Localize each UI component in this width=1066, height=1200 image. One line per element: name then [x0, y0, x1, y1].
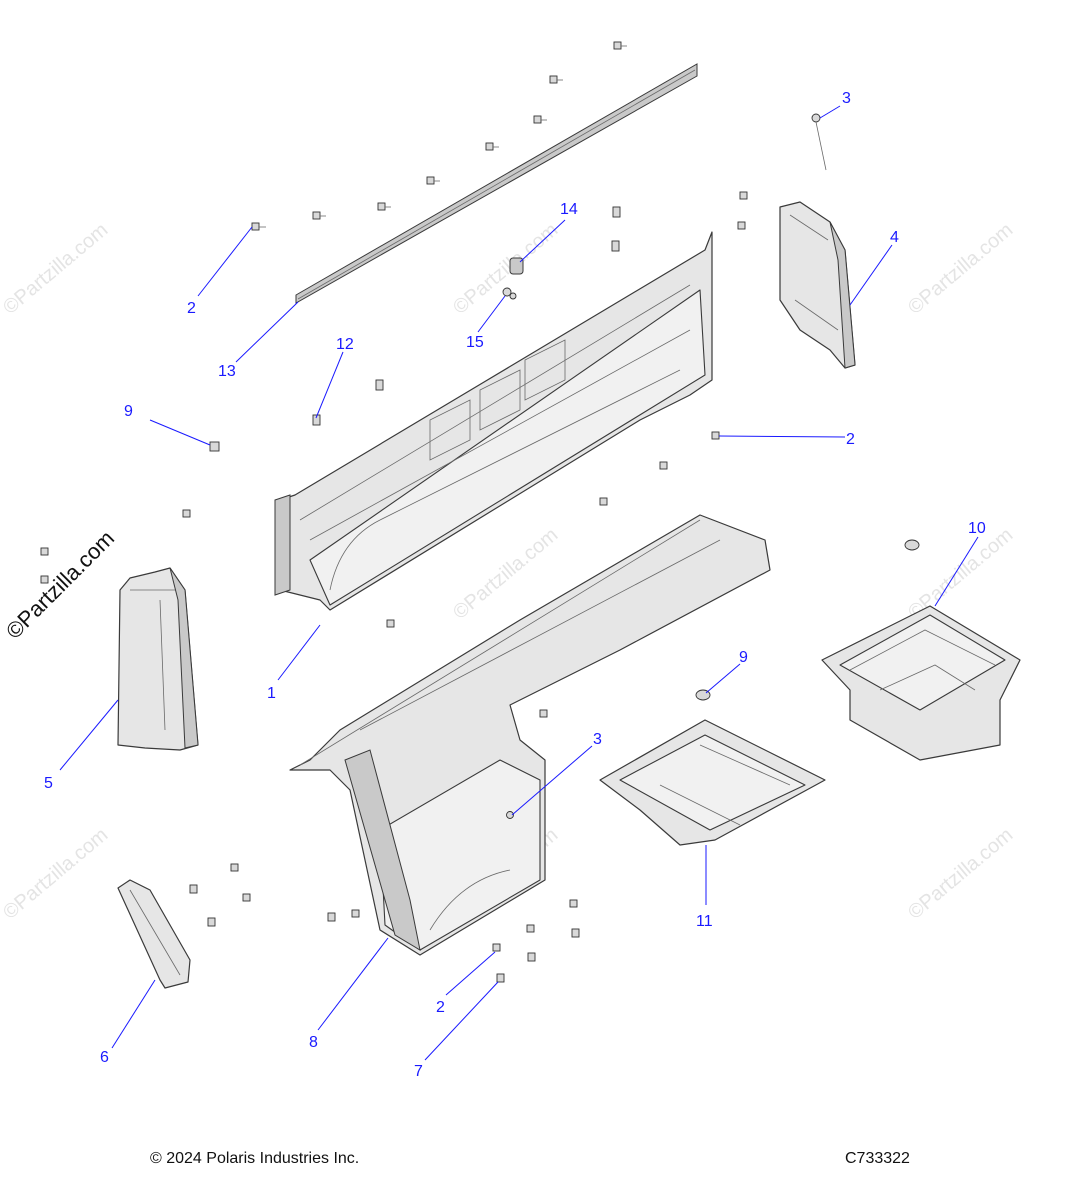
callout-11: 11	[696, 913, 713, 930]
part-5-left-panel	[117, 567, 199, 751]
screw-icon	[251, 222, 266, 231]
part-14-plug	[509, 257, 524, 275]
part-12-clips	[312, 206, 621, 426]
part-13-strip	[295, 63, 698, 304]
callout-labels: 1 2 2 2 3 3 4 5 6 7 8 9 9 10 11 12 13 14…	[44, 90, 986, 1080]
screw-icon	[485, 142, 499, 151]
screw-icon	[613, 41, 627, 50]
callout-6: 6	[100, 1049, 109, 1066]
fastener-group-right	[182, 191, 748, 628]
screw-icon	[549, 75, 563, 84]
callout-1: 1	[267, 685, 276, 702]
callout-7: 7	[414, 1063, 423, 1080]
part-4-right-panel	[779, 201, 856, 369]
callout-13: 13	[218, 363, 236, 380]
callout-9: 9	[124, 403, 133, 420]
part-15-nut	[502, 287, 517, 300]
callout-12: 12	[336, 336, 354, 353]
watermark-text: ©Partzilla.com	[0, 824, 112, 924]
callout-2: 2	[846, 431, 855, 448]
part-1-panel	[274, 231, 713, 611]
fastener-group-lower	[40, 547, 580, 983]
watermark-text: ©Partzilla.com	[904, 524, 1017, 624]
part-6-pad	[117, 879, 191, 989]
screw-icon	[426, 176, 440, 185]
callout-14: 14	[560, 201, 578, 218]
callout-3: 3	[593, 731, 602, 748]
part-3-bolt-upper	[811, 113, 827, 171]
screw-group-top	[251, 41, 627, 231]
callout-4: 4	[890, 229, 899, 246]
leader-lines	[59, 105, 979, 1061]
part-10-bin	[821, 605, 1021, 761]
part-8-tub	[289, 514, 771, 956]
callout-10: 10	[968, 520, 986, 537]
watermark-text: ©Partzilla.com	[904, 824, 1017, 924]
watermark-text: ©Partzilla.com	[449, 219, 562, 319]
watermark-text: ©Partzilla.com	[904, 219, 1017, 319]
diagram-code: C733322	[845, 1150, 910, 1167]
callout-15: 15	[466, 334, 484, 351]
part-11-tray	[599, 719, 826, 846]
screw-icon	[377, 202, 391, 211]
watermark-text: ©Partzilla.com	[0, 219, 112, 319]
callout-2: 2	[436, 999, 445, 1016]
callout-5: 5	[44, 775, 53, 792]
callout-3: 3	[842, 90, 851, 107]
callout-2: 2	[187, 300, 196, 317]
screw-icon	[312, 211, 326, 220]
copyright-text: © 2024 Polaris Industries Inc.	[150, 1150, 360, 1167]
screw-icon	[533, 115, 547, 124]
callout-8: 8	[309, 1034, 318, 1051]
callout-9: 9	[739, 649, 748, 666]
